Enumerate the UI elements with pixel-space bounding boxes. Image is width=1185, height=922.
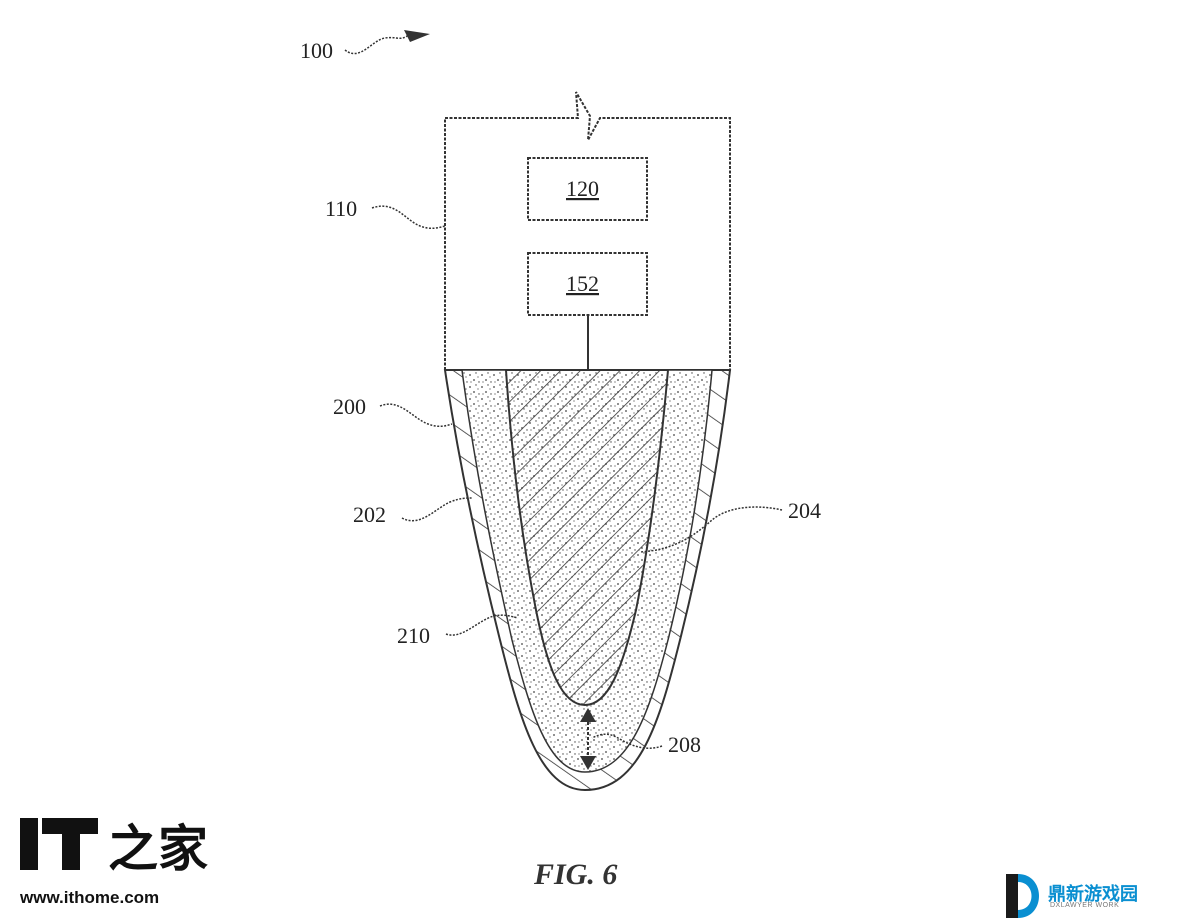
core-204	[504, 369, 670, 707]
label-120: 120	[566, 176, 599, 201]
label-208: 208	[668, 732, 701, 757]
label-202: 202	[353, 502, 386, 527]
dxlawyer-subtext: DXLAWYER WORK	[1050, 902, 1120, 909]
dxlawyer-name: 鼎新游戏园	[1048, 884, 1138, 904]
box-120	[527, 157, 648, 221]
leader-210	[445, 614, 519, 636]
leader-100	[344, 30, 430, 55]
ithome-url: www.ithome.com	[20, 888, 160, 907]
label-100: 100	[300, 38, 333, 63]
svg-text:之家: 之家	[108, 820, 208, 878]
label-110: 110	[325, 196, 357, 221]
leader-204	[639, 506, 783, 553]
box-152	[527, 252, 648, 316]
ithome-logo: 之家	[20, 818, 208, 878]
leader-202	[401, 497, 473, 522]
leader-110	[371, 205, 446, 230]
label-210: 210	[397, 623, 430, 648]
label-204: 204	[788, 498, 821, 523]
gap-arrow-208	[580, 708, 596, 770]
leader-208	[591, 733, 663, 750]
label-200: 200	[333, 394, 366, 419]
housing-110	[444, 91, 731, 371]
dxlawyer-logo-icon	[1006, 874, 1039, 918]
figure-caption: FIG. 6	[533, 858, 617, 891]
label-152: 152	[566, 271, 599, 296]
leader-200	[379, 403, 453, 428]
